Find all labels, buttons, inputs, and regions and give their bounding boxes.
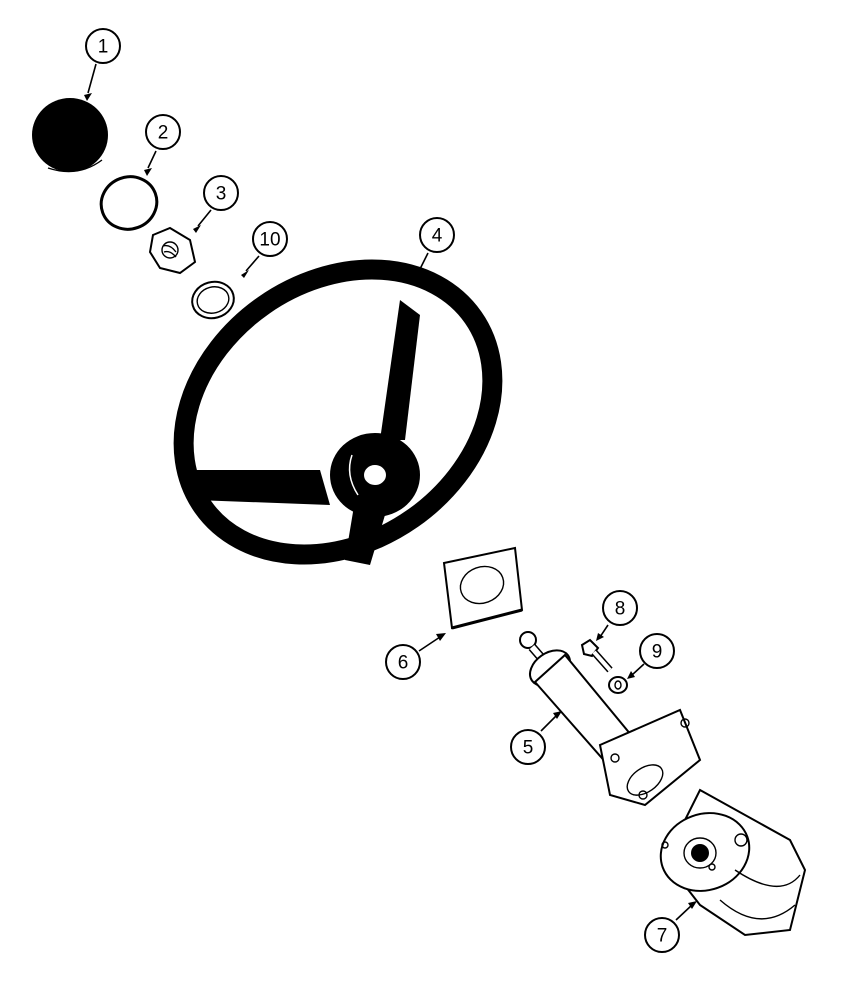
callout-10: 10 xyxy=(252,221,288,257)
callout-label: 10 xyxy=(259,230,280,251)
callout-label: 2 xyxy=(158,123,169,144)
part-steering-wheel xyxy=(173,259,503,565)
callout-label: 1 xyxy=(98,37,109,58)
callout-5: 5 xyxy=(510,729,546,765)
part-washer-10 xyxy=(191,280,235,320)
callout-6: 6 xyxy=(385,644,421,680)
callout-8: 8 xyxy=(602,590,638,626)
part-steering-column xyxy=(519,631,702,807)
callout-1: 1 xyxy=(85,28,121,64)
callout-label: 8 xyxy=(615,599,626,620)
callout-label: 7 xyxy=(657,926,668,947)
part-bolt xyxy=(580,638,613,673)
part-spacer-block xyxy=(442,546,524,630)
callout-label: 9 xyxy=(652,642,663,663)
callout-2: 2 xyxy=(145,114,181,150)
callout-label: 3 xyxy=(216,184,227,205)
part-nut xyxy=(148,226,197,275)
leader-lines xyxy=(84,63,697,921)
callout-label: 5 xyxy=(523,738,534,759)
part-steering-control-unit xyxy=(659,788,807,937)
part-ring xyxy=(99,175,159,231)
part-washer-9 xyxy=(608,676,628,694)
callout-4: 4 xyxy=(419,217,455,253)
callout-7: 7 xyxy=(644,917,680,953)
part-cap xyxy=(32,98,108,173)
callout-3: 3 xyxy=(203,175,239,211)
callout-label: 4 xyxy=(432,226,443,247)
callout-label: 6 xyxy=(398,653,409,674)
callout-9: 9 xyxy=(639,633,675,669)
